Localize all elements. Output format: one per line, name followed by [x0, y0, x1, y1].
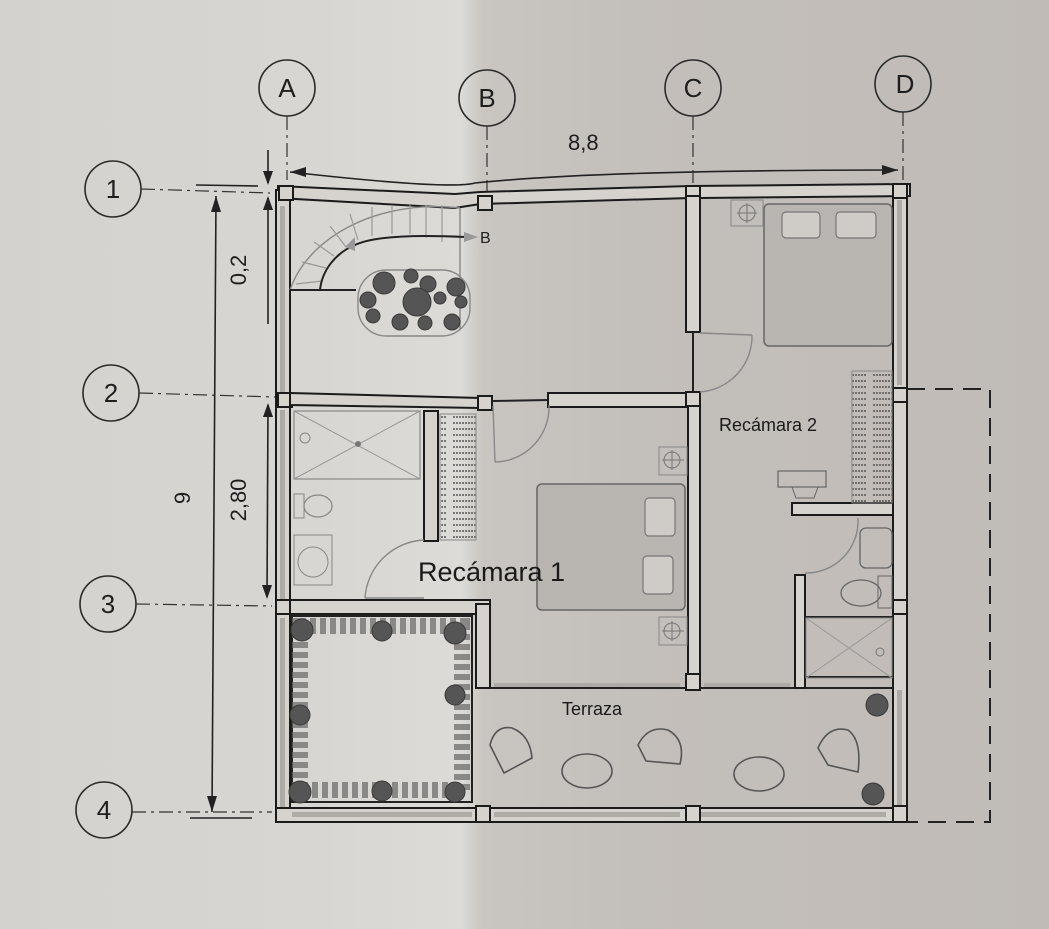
dimension-span-2-3-text: 2,80: [226, 479, 251, 522]
axis-column-a: A: [258, 59, 316, 180]
axis-row-1: 1: [84, 160, 271, 218]
toilet-icon: [303, 494, 333, 518]
nightstand-lamp-icon: [658, 446, 688, 476]
interior-walls: [289, 195, 908, 691]
closet-2: [851, 370, 893, 504]
spiral-staircase: B: [289, 205, 491, 337]
dimension-width: 8,8: [289, 130, 899, 186]
bathroom-2: [804, 517, 893, 679]
dimension-span-2-3: 2,80: [226, 403, 273, 599]
dimension-span-1-2: 0,2: [226, 150, 273, 324]
axis-label-4: 4: [97, 795, 111, 825]
axis-label-1: 1: [106, 174, 120, 204]
toilet-icon: [840, 579, 882, 607]
axis-row-3: 3: [79, 575, 273, 633]
recamara-2: Recámara 2: [699, 199, 893, 504]
closet-1: [439, 413, 477, 541]
dimension-height-total: 9: [170, 184, 259, 819]
axis-label-d: D: [896, 69, 915, 99]
axis-label-2: 2: [104, 378, 118, 408]
exterior-walls: [275, 182, 911, 823]
stair-label: B: [480, 230, 491, 247]
terraza: Terraza: [489, 693, 889, 806]
axis-column-d: D: [874, 55, 932, 183]
chair-icon: [637, 728, 683, 765]
axis-label-a: A: [278, 73, 296, 103]
axis-label-3: 3: [101, 589, 115, 619]
bed-icon: [763, 203, 893, 347]
axis-label-b: B: [478, 83, 495, 113]
axis-column-b: B: [458, 69, 516, 195]
table-icon: [733, 756, 785, 792]
chair-icon: [817, 728, 860, 773]
room-label-terraza: Terraza: [562, 699, 623, 719]
dimension-height-text: 9: [170, 492, 195, 504]
sink-icon: [297, 546, 329, 578]
dimension-span-1-2-text: 0,2: [226, 255, 251, 286]
projection-outline: [907, 388, 991, 823]
sink-icon: [859, 527, 893, 569]
room-label-recamara-1: Recámara 1: [418, 557, 565, 587]
axis-label-c: C: [684, 73, 703, 103]
chair-icon: [489, 726, 533, 775]
axis-column-c: C: [664, 59, 722, 183]
planter: [288, 615, 473, 804]
nightstand-lamp-icon: [730, 199, 764, 227]
table-icon: [561, 753, 613, 789]
nightstand-lamp-icon: [658, 616, 688, 646]
recamara-1: Recámara 1: [418, 446, 688, 646]
axis-row-4: 4: [75, 781, 272, 839]
axis-row-2: 2: [82, 364, 276, 422]
bathroom-1: [293, 410, 425, 599]
dimension-width-text: 8,8: [568, 130, 599, 155]
room-label-recamara-2: Recámara 2: [719, 415, 817, 435]
door-recamara-1: [492, 404, 550, 463]
